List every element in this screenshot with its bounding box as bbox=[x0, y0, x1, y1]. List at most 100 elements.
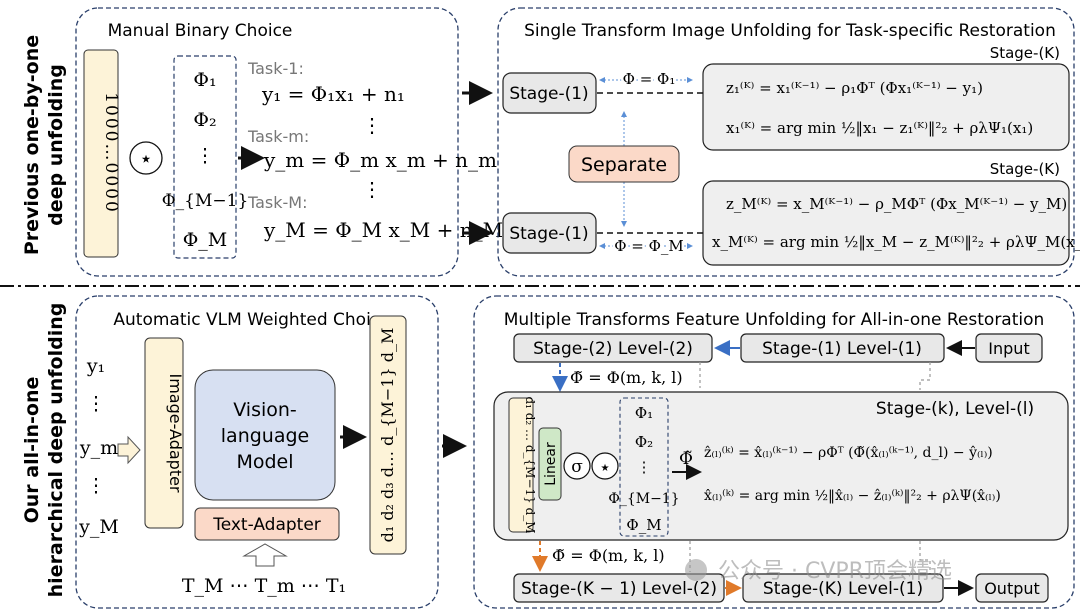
d-vector-box bbox=[369, 315, 407, 555]
stageK1-level2-box bbox=[513, 573, 725, 603]
eq-2a: z_M⁽ᴷ⁾ = x_M⁽ᴷ⁻¹⁾ − ρ_MΦᵀ (Φx_M⁽ᴷ⁻¹⁾ − y… bbox=[726, 195, 1067, 213]
svg-text:⋮: ⋮ bbox=[87, 393, 106, 415]
sigma-circle bbox=[563, 452, 591, 480]
separate-label: Separate bbox=[581, 154, 667, 176]
svg-text:Model: Model bbox=[236, 451, 293, 473]
linear-box bbox=[538, 427, 562, 501]
phi-eq-top: Φ = Φ₁ bbox=[623, 70, 676, 88]
stage-k-level-l-box bbox=[493, 391, 1069, 541]
phi-tilde-symbol: Φ̃ bbox=[679, 449, 693, 469]
star-symbol: ⋆ bbox=[599, 455, 612, 479]
output-label: Output bbox=[984, 579, 1040, 598]
svg-text:Φ₂: Φ₂ bbox=[635, 433, 653, 451]
svg-text:y_M: y_M bbox=[78, 516, 119, 538]
d-vector-text: d₁ d₂ d₃ d… d_{M−1} d_M bbox=[378, 328, 397, 543]
svg-text:⋮: ⋮ bbox=[362, 177, 382, 201]
svg-text:Φ₂: Φ₂ bbox=[193, 109, 216, 131]
manual-choice-panel bbox=[75, 7, 459, 277]
text-adapter-label: Text-Adapter bbox=[212, 515, 321, 535]
eq-1a: z₁⁽ᴷ⁾ = x₁⁽ᴷ⁻¹⁾ − ρ₁Φᵀ (Φx₁⁽ᴷ⁻¹⁾ − y₁) bbox=[726, 79, 983, 97]
stage2-level2-box bbox=[513, 333, 713, 363]
watermark: 公众号 · CVPR顶会精选 bbox=[685, 559, 952, 584]
star-circle bbox=[591, 452, 619, 480]
single-transform-panel bbox=[497, 7, 1075, 277]
stage1-box-top bbox=[502, 72, 597, 114]
phi-list-bottom: Φ₁ Φ₂ ⋮ Φ_{M−1} Φ_M bbox=[608, 404, 679, 534]
watermark-icon bbox=[685, 559, 707, 581]
stage-k-level-l-label: Stage-(k), Level-(l) bbox=[876, 399, 1034, 419]
svg-text:Φ_M: Φ_M bbox=[183, 229, 228, 251]
side-label-top: Previous one-by-one deep unfolding bbox=[21, 35, 67, 255]
svg-text:y₁: y₁ bbox=[86, 355, 105, 377]
multi-transform-title: Multiple Transforms Feature Unfolding fo… bbox=[504, 310, 1045, 330]
task-equations: Task-1: y₁ = Φ₁x₁ + n₁ ⋮ Task-m: y_m = Φ… bbox=[247, 59, 503, 242]
svg-text:Vision-: Vision- bbox=[233, 399, 297, 421]
svg-text:language: language bbox=[221, 425, 309, 447]
phi-eq-bottom: Φ = Φ_M bbox=[614, 237, 684, 255]
vlm-label: Vision- language Model bbox=[221, 399, 309, 473]
eq-bottom-a: ẑ₍ₗ₎⁽ᵏ⁾ = x̂₍ₗ₎⁽ᵏ⁻¹⁾ − ρΦᵀ (Φ̃(x̂₍ₗ₎⁽ᵏ⁻¹… bbox=[704, 444, 993, 461]
eq-bottom-b: x̂₍ₗ₎⁽ᵏ⁾ = arg min ½‖x̂₍ₗ₎ − ẑ₍ₗ₎⁽ᵏ⁾‖²₂ … bbox=[704, 488, 1001, 504]
output-box bbox=[975, 573, 1049, 603]
stage-k-eq-box-2 bbox=[702, 180, 1070, 266]
separate-box bbox=[568, 145, 680, 183]
svg-text:y_M = Φ_M x_M + n_M: y_M = Φ_M x_M + n_M bbox=[263, 218, 503, 242]
side-label-bottom: Our all-in-one hierarchical deep unfoldi… bbox=[21, 303, 67, 598]
svg-text:Φ_{M−1}: Φ_{M−1} bbox=[608, 491, 679, 507]
manual-choice-title: Manual Binary Choice bbox=[108, 21, 293, 41]
d-vertical-text: d₁ d₂ … d_{M−1} d_M bbox=[523, 396, 537, 533]
svg-text:Our all-in-one: Our all-in-one bbox=[21, 377, 43, 524]
svg-text:⋮: ⋮ bbox=[637, 458, 652, 476]
phi-column-box bbox=[173, 55, 237, 259]
input-label: Input bbox=[988, 339, 1029, 358]
svg-text:⋮: ⋮ bbox=[362, 113, 382, 137]
svg-text:y_m = Φ_m x_m + n_m: y_m = Φ_m x_m + n_m bbox=[263, 148, 497, 172]
stageK-level1-label: Stage-(K) Level-(1) bbox=[763, 579, 923, 599]
svg-text:Φ_{M−1}: Φ_{M−1} bbox=[162, 191, 249, 211]
phi-column: Φ₁ Φ₂ ⋮ Φ_{M−1} Φ_M bbox=[162, 69, 249, 251]
svg-text:Φ₁: Φ₁ bbox=[635, 404, 653, 422]
vlm-choice-title: Automatic VLM Weighted Choice bbox=[113, 310, 390, 330]
multi-transform-panel bbox=[473, 295, 1075, 609]
svg-text:Task-M:: Task-M: bbox=[247, 193, 308, 212]
y-column: y₁ ⋮ y_m ⋮ y_M bbox=[78, 355, 119, 538]
gray-link-top-2 bbox=[919, 362, 931, 390]
svg-text:⋮: ⋮ bbox=[87, 475, 106, 497]
svg-text:Task-m:: Task-m: bbox=[247, 127, 309, 146]
stage1-box-bottom bbox=[502, 212, 597, 254]
stage2-level2-label: Stage-(2) Level-(2) bbox=[533, 339, 693, 359]
stage-k-label-2: Stage-(K) bbox=[990, 160, 1060, 178]
svg-text:y₁ = Φ₁x₁ + n₁: y₁ = Φ₁x₁ + n₁ bbox=[261, 82, 405, 106]
svg-text:Previous one-by-one: Previous one-by-one bbox=[21, 35, 43, 255]
watermark-text: 公众号 · CVPR顶会精选 bbox=[718, 559, 952, 584]
t-list: T_M ⋯ T_m ⋯ T₁ bbox=[182, 575, 346, 597]
y-to-adapter-arrow bbox=[117, 435, 141, 465]
vlm-box bbox=[194, 369, 336, 501]
svg-text:⋮: ⋮ bbox=[196, 145, 215, 167]
eq-1b: x₁⁽ᴷ⁾ = arg min ½‖x₁ − z₁⁽ᴷ⁾‖²₂ + ρλΨ₁(x… bbox=[726, 119, 1033, 137]
stage-k-label-1: Stage-(K) bbox=[990, 44, 1060, 62]
binary-vector-text: 1000…0000 bbox=[101, 92, 121, 214]
stage1-level1-box bbox=[740, 333, 945, 363]
svg-text:Task-1:: Task-1: bbox=[247, 59, 304, 78]
conv-star-circle bbox=[129, 141, 163, 175]
svg-text:Φ₁: Φ₁ bbox=[193, 69, 216, 91]
svg-text:y_m: y_m bbox=[79, 437, 118, 459]
stageK1-level2-label: Stage-(K − 1) Level-(2) bbox=[521, 579, 717, 599]
conv-star-symbol: ⋆ bbox=[139, 147, 153, 172]
stageK-level1-box bbox=[742, 573, 944, 603]
stage1-level1-label: Stage-(1) Level-(1) bbox=[762, 339, 922, 359]
d-vertical-box bbox=[508, 397, 534, 533]
phi-tilde-eq-top: Φ̃ = Φ(m, k, l) bbox=[570, 368, 683, 387]
stage1-box-bottom-label: Stage-(1) bbox=[509, 224, 588, 244]
t-to-adapter-arrow bbox=[242, 543, 288, 567]
stage1-box-top-label: Stage-(1) bbox=[509, 84, 588, 104]
image-adapter-label: Image-Adapter bbox=[166, 373, 185, 492]
gray-link-bottom-2 bbox=[919, 541, 931, 574]
image-adapter-box bbox=[144, 337, 184, 529]
svg-text:Φ_M: Φ_M bbox=[626, 516, 661, 534]
binary-vector-box bbox=[83, 49, 119, 258]
svg-text:hierarchical deep unfolding: hierarchical deep unfolding bbox=[45, 303, 67, 598]
linear-label: Linear bbox=[543, 442, 559, 486]
